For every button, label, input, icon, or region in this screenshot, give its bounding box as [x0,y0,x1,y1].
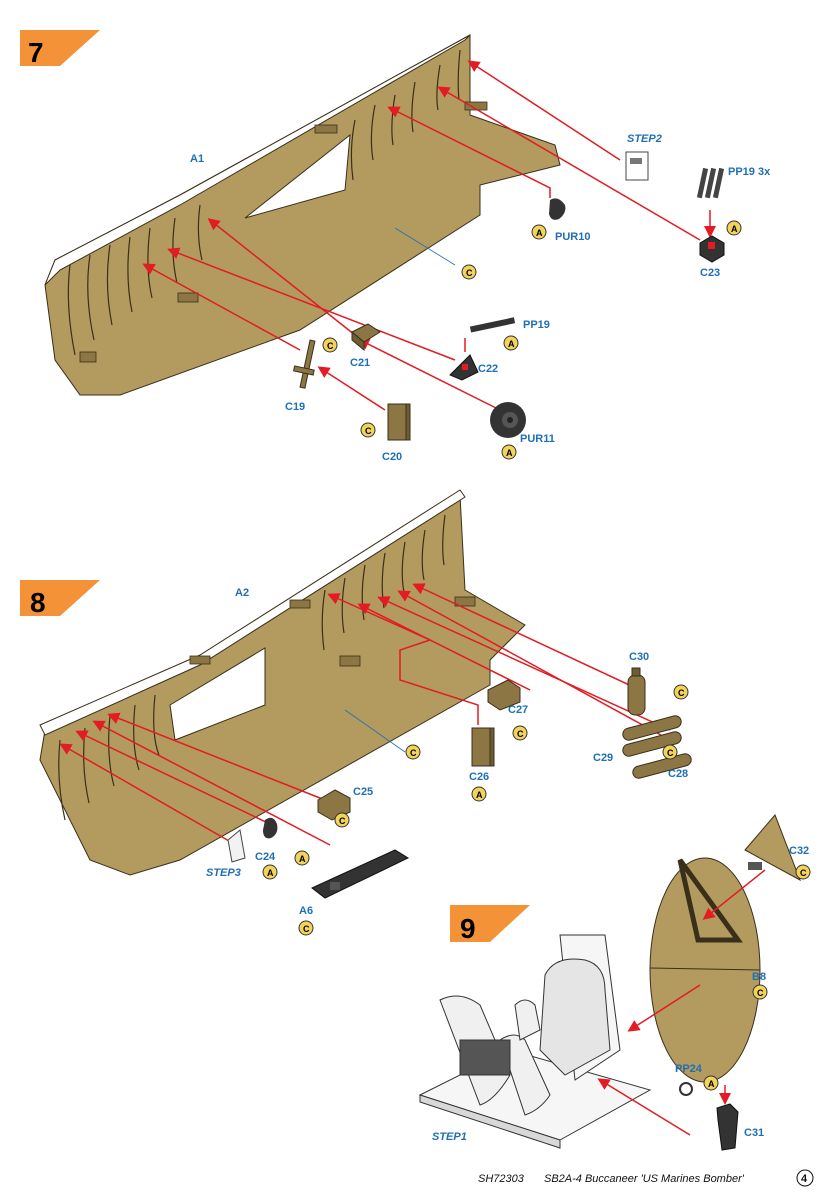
footer: SH72303 SB2A-4 Buccaneer 'US Marines Bom… [478,1169,814,1187]
label-c30: C30 [629,651,649,663]
label-step3: STEP3 [206,867,241,879]
label-c22: C22 [478,363,498,375]
part-c29 [622,715,682,757]
step-number-8: 8 [30,587,46,618]
svg-text:C: C [517,729,524,739]
step-badge-8: 8 [20,580,100,618]
step-badge-9: 9 [450,905,530,944]
part-c19 [293,339,316,389]
part-b8 [649,857,761,1083]
svg-text:A: A [731,224,738,234]
part-pp19 [469,317,516,333]
svg-text:A: A [536,228,543,238]
footer-title: SB2A-4 Buccaneer 'US Marines Bomber' [544,1173,745,1185]
step-9-section: 9 [418,814,811,1151]
footer-page-number: 4 [801,1173,808,1185]
label-pur11: PUR11 [520,433,555,445]
part-c24 [263,817,278,839]
part-c30 [627,667,646,716]
part-c28 [632,753,692,779]
fuselage-half-a2 [39,489,526,876]
part-c21 [351,323,381,352]
part-c32 [744,814,801,882]
svg-text:C: C [667,748,674,758]
label-pp24: PP24 [675,1063,703,1075]
part-c22 [449,354,479,381]
label-step1: STEP1 [432,1131,467,1143]
label-c26: C26 [469,771,489,783]
step-8-section: 8 [20,489,692,936]
step-number-7: 7 [28,37,44,68]
label-c25: C25 [353,786,373,798]
label-c24: C24 [255,851,276,863]
svg-text:C: C [303,924,310,934]
part-c31 [716,1103,739,1151]
svg-text:C: C [757,988,764,998]
svg-text:C: C [678,688,685,698]
label-c23: C23 [700,267,720,279]
part-pp24 [679,1082,693,1096]
footer-code: SH72303 [478,1173,525,1185]
fuselage-half-a1 [44,34,561,396]
label-c19: C19 [285,401,305,413]
label-pur10: PUR10 [555,231,590,243]
svg-text:A: A [476,790,483,800]
label-c28: C28 [668,768,688,780]
paint-chip-icon: A A C A C C A [322,220,742,460]
svg-text:A: A [506,448,513,458]
step-number-9: 9 [460,913,476,944]
label-c21: C21 [350,357,370,369]
assembly-arrows-9 [597,869,766,1136]
svg-text:C: C [466,268,473,278]
svg-text:A: A [299,854,306,864]
part-step3-card [227,829,246,863]
paint-chip-icon: C C C C A C A A C [262,684,689,936]
label-b8: B8 [752,971,766,983]
label-a1: A1 [190,153,204,165]
svg-text:A: A [508,339,515,349]
label-a2: A2 [235,587,249,599]
step-7-section: 7 [20,30,771,463]
assembly-arrows-8 [59,583,671,846]
label-pp19: PP19 [523,319,550,331]
seat-assembly [418,934,652,1149]
label-step2: STEP2 [627,133,662,145]
assembly-arrows-7 [142,60,716,411]
part-step2-card [625,151,649,181]
label-a6: A6 [299,905,313,917]
part-c23 [699,235,725,263]
label-c31: C31 [744,1127,764,1139]
svg-text:C: C [800,868,807,878]
label-pp19-3x: PP19 3x [728,166,771,178]
part-c20 [387,403,411,441]
part-pp19-3x [696,167,725,199]
label-c32: C32 [789,845,809,857]
part-pur11 [490,402,526,438]
svg-text:C: C [410,748,417,758]
part-c26 [471,727,495,767]
svg-text:C: C [327,341,334,351]
svg-text:C: C [339,816,346,826]
part-pur10 [549,198,566,220]
label-c20: C20 [382,451,402,463]
svg-text:A: A [267,868,274,878]
part-c27 [487,679,521,711]
label-c29: C29 [593,752,613,764]
step-badge-icon [20,30,100,66]
label-c27: C27 [508,704,528,716]
step-badge-7: 7 [20,30,100,68]
part-a6 [311,849,410,899]
svg-text:A: A [708,1079,715,1089]
paint-chip-icon: C C A [703,864,811,1091]
svg-text:C: C [365,426,372,436]
